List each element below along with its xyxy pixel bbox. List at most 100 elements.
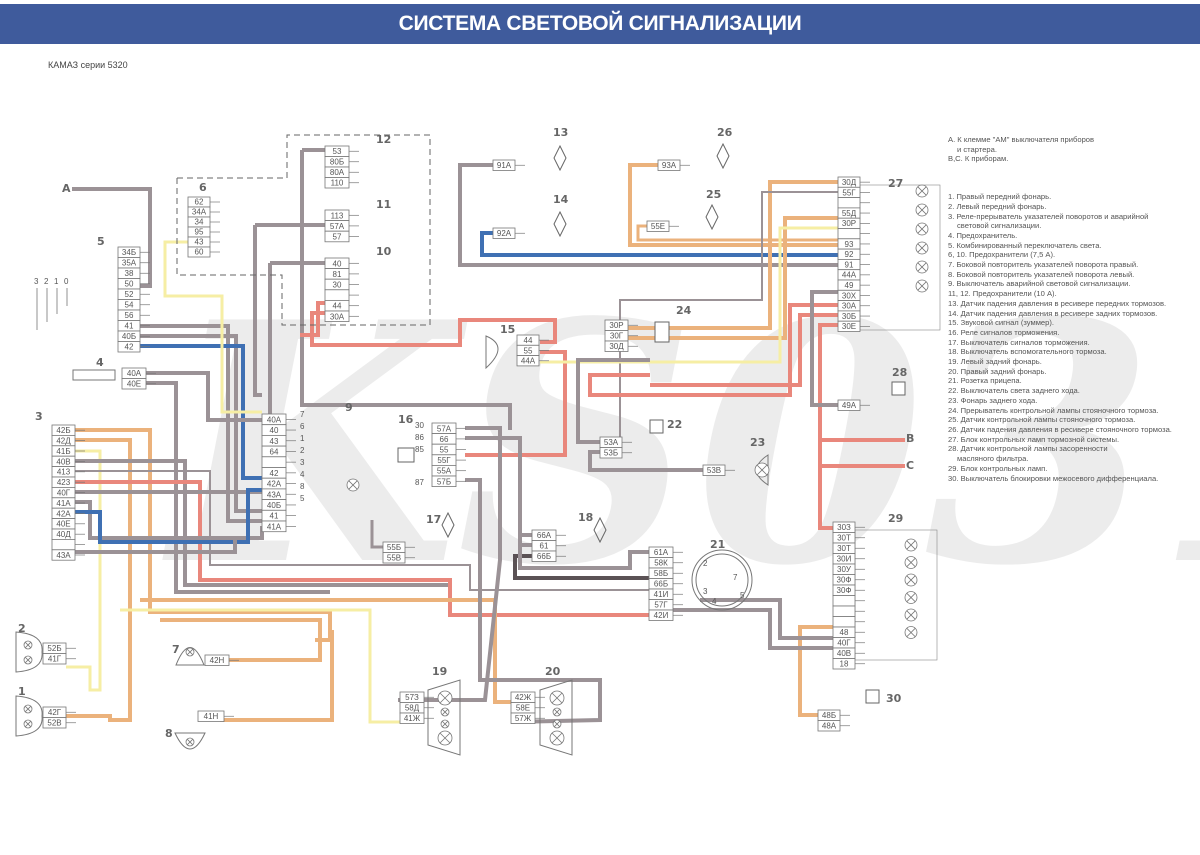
red-wire (310, 311, 557, 347)
orange-wire (220, 630, 334, 722)
pin-label: 93А (662, 161, 677, 170)
legend-item: 25. Датчик контрольной лампы стояночного… (948, 415, 1136, 425)
pin-label: 40В (837, 649, 851, 658)
legend-item: 11, 12. Предохранители (10 А). (948, 289, 1057, 299)
pin-label: 66Б (537, 552, 551, 561)
component-number: 29 (888, 512, 903, 525)
legend-item: 22. Выключатель света заднего хода. (948, 386, 1080, 396)
component-number: 9 (345, 401, 353, 414)
pin-label: 41А (56, 499, 71, 508)
legend-item: 23. Фонарь заднего хода. (948, 395, 1038, 405)
pin-cell (837, 197, 861, 209)
pin-label: 40Е (127, 380, 141, 389)
component-number: 23 (750, 436, 765, 449)
pin-label: 30З (837, 523, 851, 532)
pin-label: 18 (840, 660, 849, 669)
pin-label: 42А (267, 480, 282, 489)
component-number: 10 (376, 245, 392, 258)
component-28: 49А (837, 399, 870, 411)
component-8: 41Н (197, 710, 234, 722)
pin-label: 53В (707, 466, 721, 475)
legend-item: 3. Реле-прерыватель указателей поворотов… (948, 211, 1149, 221)
pin-label: 30Ф (837, 576, 852, 585)
pin-label: 42Б (56, 426, 70, 435)
component-number: 24 (676, 304, 692, 317)
pin-label: 53Б (604, 449, 618, 458)
socket-pin-number: 5 (740, 591, 745, 600)
yellow-wire (163, 240, 262, 414)
pin-label: 55 (524, 346, 533, 355)
component-number: 5 (97, 235, 105, 248)
gray-wire (253, 225, 262, 397)
component-7: 42Н (204, 654, 239, 666)
component-number: 6 (199, 181, 207, 194)
terminal-A: A (62, 182, 71, 195)
pin-label: 30А (330, 312, 345, 321)
pin-label: 40А (267, 415, 282, 424)
pin-label: 55А (437, 467, 452, 476)
pressure-sensor-icon (716, 142, 730, 170)
pin-label: 44А (842, 271, 857, 280)
pin-label: 30И (837, 555, 852, 564)
pin-label: 40Г (837, 639, 851, 648)
pin-label: 58Д (405, 704, 420, 713)
pin-label: 40Г (57, 489, 71, 498)
pin-label: 52В (47, 719, 61, 728)
warning-lamp-icon (904, 538, 918, 552)
legend-item: 18. Выключатель вспомогательного тормоза… (948, 347, 1107, 357)
pin-label: 41И (654, 590, 669, 599)
socket-pin-number: 2 (703, 559, 708, 568)
pin-label: 57 (333, 233, 342, 242)
pin-label: 66Б (654, 580, 668, 589)
switch-position-label: 1 (300, 434, 305, 443)
lamp-icon (549, 690, 565, 706)
pin-label: 423 (57, 478, 71, 487)
gray-wire (458, 163, 838, 267)
component-number: 7 (172, 643, 180, 656)
pressure-sensor-icon (441, 511, 455, 539)
pin-label: 34А (192, 208, 207, 217)
pin-label: 30Х (842, 291, 857, 300)
pin-label: 48А (822, 722, 837, 731)
pin-label: 53А (604, 438, 619, 447)
gray-wire (588, 450, 703, 472)
buzzer-icon (485, 335, 499, 370)
connector-blocks: 42Г52В52Б41Г42Б42Д41Б40В41342340Г41А42А4… (42, 145, 870, 732)
pin-label: 41Ж (404, 714, 421, 723)
socket-pin-number: 4 (712, 597, 717, 606)
pin-label: 413 (57, 468, 71, 477)
pin-label: 57З (405, 693, 419, 702)
pin-label: 43 (270, 437, 279, 446)
pin-cell (51, 539, 76, 551)
pressure-sensor-icon (553, 210, 567, 238)
component-number: 25 (706, 188, 721, 201)
lamp-icon (23, 655, 33, 665)
symbols (15, 134, 941, 756)
pin-label: 41 (125, 322, 134, 331)
red-wire (75, 480, 649, 617)
lamp-icon (552, 707, 562, 717)
lamp-icon (23, 719, 33, 729)
pin-label: 62 (195, 198, 204, 207)
switch-position-label: 7 (300, 410, 305, 419)
pin-label: 43А (56, 551, 71, 560)
warning-lamp-icon (904, 573, 918, 587)
component-number: 4 (96, 356, 104, 369)
pin-label: 40А (127, 369, 142, 378)
pin-label: 57Б (437, 477, 451, 486)
legend-item: 29. Блок контрольных ламп. (948, 463, 1048, 473)
warning-lamp-icon (904, 608, 918, 622)
pin-label: 55Г (437, 456, 451, 465)
pin-label: 42И (654, 611, 669, 620)
pin-cell (832, 605, 856, 617)
orange-wire (160, 618, 322, 662)
pressure-sensor-icon (705, 203, 719, 231)
switch-position-label: 3 (34, 277, 39, 286)
